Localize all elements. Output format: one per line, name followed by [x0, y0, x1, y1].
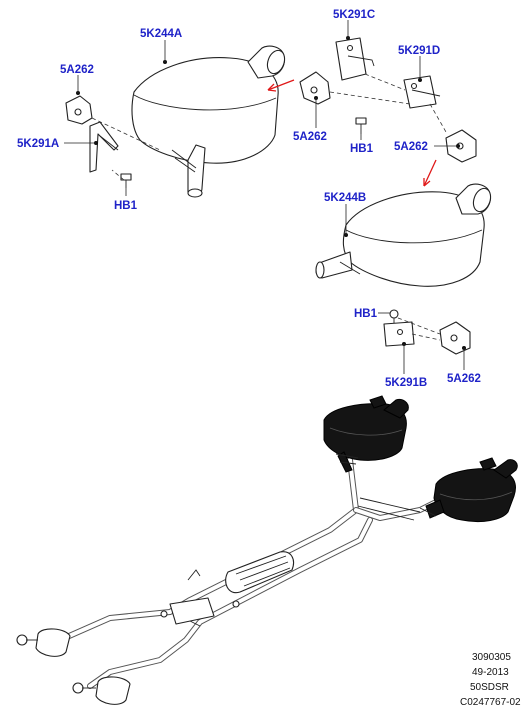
- insulator-mid-part: [299, 71, 331, 105]
- callout-bracket-d: 5K291D: [398, 45, 440, 57]
- callout-bolt-mid: HB1: [350, 143, 374, 155]
- bolt-left-part: [120, 173, 132, 188]
- reference-line-4: C0247767-02: [460, 697, 521, 708]
- callout-labels: 5K244A 5A262 5K291A HB1 5K291C 5K291D 5A…: [17, 9, 481, 389]
- reference-line-2: 49-2013: [472, 667, 509, 678]
- insulator-right-part: [445, 129, 477, 163]
- callout-bolt-left: HB1: [114, 200, 138, 212]
- callout-insulator-right: 5A262: [394, 141, 428, 153]
- callout-bracket-a: 5K291A: [17, 138, 59, 150]
- callout-insulator-mid: 5A262: [293, 131, 327, 143]
- red-arrows: [267, 79, 437, 187]
- insulator-lower-part: [439, 321, 471, 355]
- insulator-top-left-part: [65, 91, 93, 125]
- callout-insulator-top-left: 5A262: [60, 64, 94, 76]
- callout-bracket-b: 5K291B: [385, 377, 427, 389]
- bracket-b-part: [383, 321, 415, 347]
- leader-lines: [64, 20, 465, 374]
- muffler-rh-part: [131, 45, 286, 198]
- full-exhaust-system: [16, 395, 518, 705]
- bracket-d-part: [403, 75, 441, 109]
- callout-insulator-lower: 5A262: [447, 373, 481, 385]
- callout-bracket-c: 5K291C: [333, 9, 375, 21]
- reference-line-1: 3090305: [472, 652, 511, 663]
- reference-line-3: 50SDSR: [470, 682, 509, 693]
- muffler-lh-part: [315, 183, 492, 287]
- callout-bolt-lower: HB1: [354, 308, 378, 320]
- assembly-lines: [91, 73, 447, 341]
- callout-muffler-rh: 5K244A: [140, 28, 182, 40]
- bracket-c-part: [335, 36, 375, 81]
- bolt-mid-part: [355, 117, 367, 134]
- reference-block: 3090305 49-2013 50SDSR C0247767-02: [460, 652, 521, 708]
- callout-muffler-lh: 5K244B: [324, 192, 366, 204]
- bracket-a-part: [89, 121, 119, 173]
